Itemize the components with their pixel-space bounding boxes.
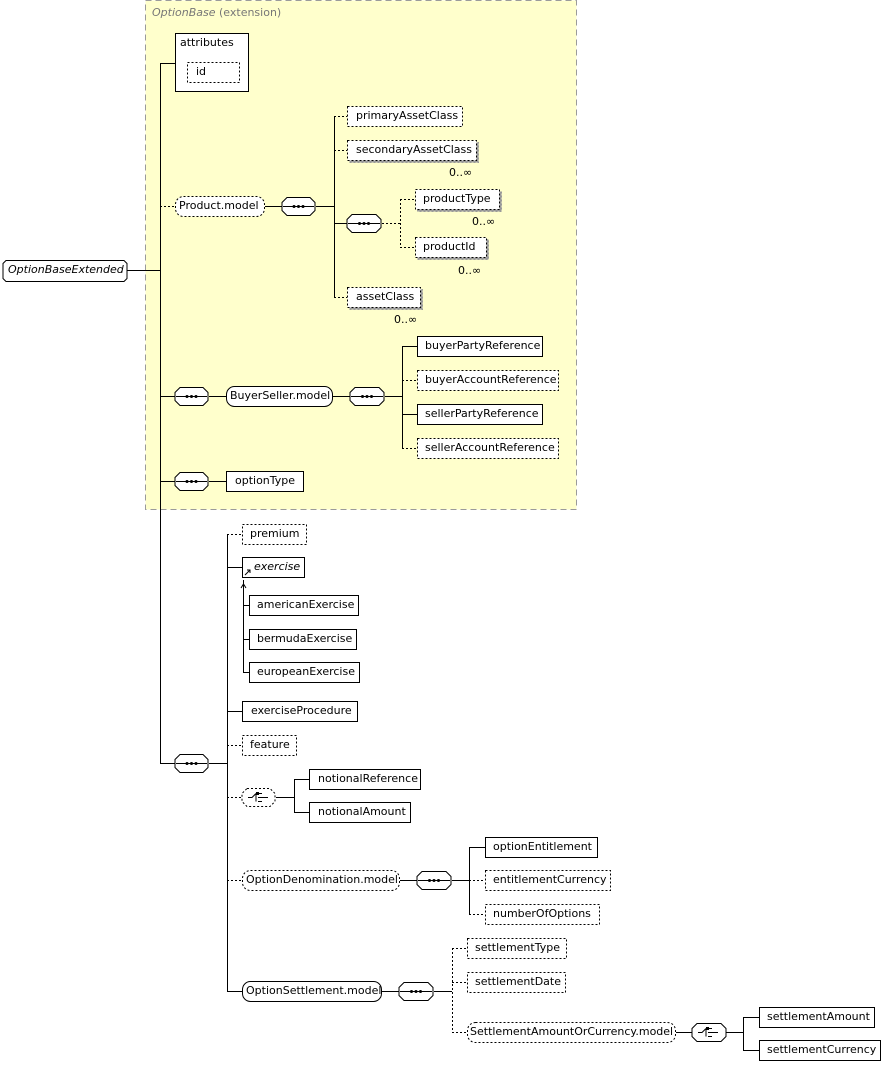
buyer-account-reference-box[interactable] xyxy=(417,370,559,391)
european-exercise-box[interactable] xyxy=(249,662,360,683)
settlement-amount-label: settlementAmount xyxy=(767,1010,870,1023)
exercise-label: exercise xyxy=(254,560,301,573)
seller-account-reference-box[interactable] xyxy=(417,438,559,459)
entitlement-currency-box[interactable] xyxy=(485,870,611,891)
settlement-amount-box[interactable] xyxy=(759,1007,875,1028)
asset-class-box[interactable] xyxy=(347,287,421,308)
attributes-box xyxy=(175,33,249,92)
primary-asset-class-box[interactable] xyxy=(347,106,463,127)
settlement-amount-or-currency-model-label: SettlementAmountOrCurrency.model xyxy=(470,1025,674,1038)
buyer-party-reference-label: buyerPartyReference xyxy=(425,339,541,352)
bermuda-exercise-label: bermudaExercise xyxy=(257,632,353,645)
notional-reference-box[interactable] xyxy=(309,769,421,790)
buyer-account-reference-label: buyerAccountReference xyxy=(425,373,557,386)
exercise-procedure-label: exerciseProcedure xyxy=(251,704,352,717)
extension-title: OptionBase (extension) xyxy=(152,6,282,19)
settlement-amount-or-currency-model-group[interactable] xyxy=(467,1022,676,1043)
asset-class-multiplicity: 0..∞ xyxy=(394,313,418,326)
option-settlement-model-group[interactable] xyxy=(242,981,382,1002)
product-type-box[interactable] xyxy=(415,189,500,210)
feature-label: feature xyxy=(250,738,290,751)
entitlement-currency-label: entitlementCurrency xyxy=(493,873,607,886)
feature-box[interactable] xyxy=(242,735,297,756)
notional-choice-compositor xyxy=(241,788,276,807)
number-of-options-box[interactable] xyxy=(485,904,600,925)
asset-class-label: assetClass xyxy=(356,290,415,303)
settlement-choice-compositor xyxy=(691,1023,727,1042)
notional-reference-label: notionalReference xyxy=(318,772,418,785)
settlement-currency-label: settlementCurrency xyxy=(767,1043,877,1056)
option-denomination-model-group[interactable] xyxy=(242,870,400,891)
buyer-seller-model-label: BuyerSeller.model xyxy=(230,389,331,402)
european-exercise-label: europeanExercise xyxy=(257,665,355,678)
premium-box[interactable] xyxy=(242,524,307,545)
american-exercise-label: americanExercise xyxy=(257,598,355,611)
buyer-seller-model-group[interactable] xyxy=(226,386,333,407)
number-of-options-label: numberOfOptions xyxy=(493,907,591,920)
seller-party-reference-box[interactable] xyxy=(417,404,543,425)
attribute-id-label: id xyxy=(196,65,207,78)
settlement-date-label: settlementDate xyxy=(475,975,562,988)
seller-party-reference-label: sellerPartyReference xyxy=(425,407,539,420)
option-type-box[interactable] xyxy=(226,471,304,492)
option-denomination-model-label: OptionDenomination.model xyxy=(246,873,398,886)
bermuda-exercise-box[interactable] xyxy=(249,629,357,650)
exercise-procedure-box[interactable] xyxy=(242,701,358,722)
root-element-node[interactable] xyxy=(2,260,128,282)
settlement-type-box[interactable] xyxy=(467,938,567,959)
seller-account-reference-label: sellerAccountReference xyxy=(425,441,555,454)
substitution-group-icon xyxy=(240,569,251,589)
product-id-box[interactable] xyxy=(415,237,487,258)
option-entitlement-label: optionEntitlement xyxy=(493,840,592,853)
product-model-group[interactable] xyxy=(175,196,265,217)
option-settlement-model-label: OptionSettlement.model xyxy=(246,984,382,997)
product-type-label: productType xyxy=(423,192,491,205)
buyer-party-reference-box[interactable] xyxy=(417,336,543,357)
product-model-label: Product.model xyxy=(179,199,259,212)
settlement-type-label: settlementType xyxy=(475,941,560,954)
root-element-label: OptionBaseExtended xyxy=(8,263,124,276)
exercise-box[interactable] xyxy=(242,557,305,578)
notional-amount-label: notionalAmount xyxy=(318,805,406,818)
settlement-currency-box[interactable] xyxy=(759,1040,881,1061)
product-id-label: productId xyxy=(423,240,476,253)
option-type-label: optionType xyxy=(235,474,296,487)
option-entitlement-box[interactable] xyxy=(485,837,598,858)
product-type-multiplicity: 0..∞ xyxy=(472,215,496,228)
secondary-asset-class-box[interactable] xyxy=(347,140,477,161)
american-exercise-box[interactable] xyxy=(249,595,359,616)
attributes-title: attributes xyxy=(180,36,234,49)
premium-label: premium xyxy=(250,527,300,540)
secondary-asset-class-label: secondaryAssetClass xyxy=(356,143,473,156)
secondary-asset-class-multiplicity: 0..∞ xyxy=(449,166,473,179)
product-id-multiplicity: 0..∞ xyxy=(458,264,482,277)
primary-asset-class-label: primaryAssetClass xyxy=(356,109,459,122)
notional-amount-box[interactable] xyxy=(309,802,411,823)
settlement-date-box[interactable] xyxy=(467,972,566,993)
